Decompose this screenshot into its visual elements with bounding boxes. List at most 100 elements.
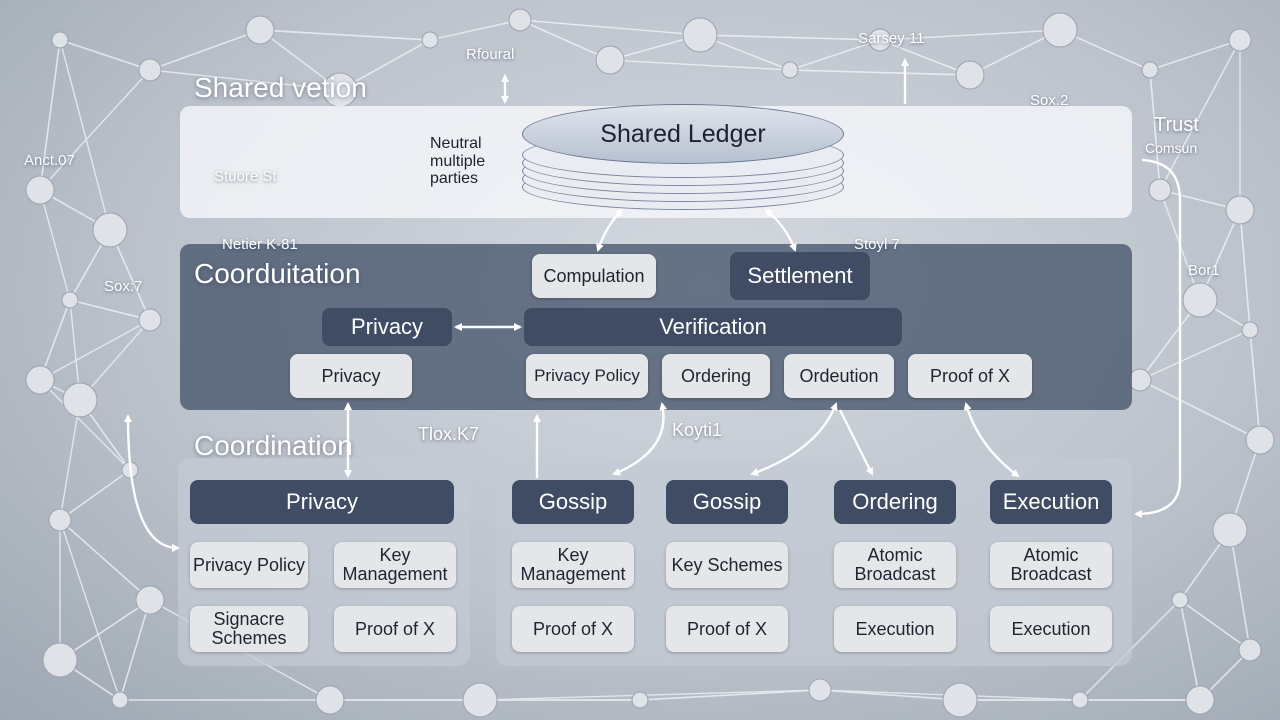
network-node [25,175,55,205]
label-netier: Netier K-81 [222,236,298,253]
network-link [59,599,151,661]
network-node [1241,321,1259,339]
label-stoyl: Stoyl 7 [854,236,900,253]
network-node [62,382,98,418]
execution-header: Execution [990,480,1112,524]
key-management-cell-2: Key Management [512,542,634,588]
network-node [1141,61,1159,79]
network-node [1212,512,1248,548]
network-node [1071,691,1089,709]
network-node [462,682,498,718]
network-link [1229,529,1251,651]
key-schemes-cell: Key Schemes [666,542,788,588]
label-trust: Trust [1154,114,1199,136]
network-link [1239,209,1251,331]
proof-of-x-cell-3: Proof of X [666,606,788,652]
network-node [595,45,625,75]
network-link [39,189,71,301]
privacy-header-box: Privacy [322,308,452,346]
settlement-box: Settlement [730,252,870,300]
network-node [955,60,985,90]
network-link [519,19,701,36]
network-node [1148,178,1172,202]
network-link [79,319,151,401]
network-node [51,31,69,49]
privacy-box: Privacy [290,354,412,398]
proof-of-x-box: Proof of X [908,354,1032,398]
signacre-schemes-cell: Signacre Schemes [190,606,308,652]
atomic-broadcast-cell-2: Atomic Broadcast [990,542,1112,588]
proof-of-x-cell-2: Proof of X [512,606,634,652]
network-link [639,689,821,701]
compulation-box: Compulation [532,254,656,298]
network-node [121,461,139,479]
network-link [1139,379,1261,441]
ordering-box: Ordering [662,354,770,398]
network-link [59,519,121,701]
network-node [1185,685,1215,715]
proof-of-x-cell: Proof of X [334,606,456,652]
atomic-broadcast-cell-1: Atomic Broadcast [834,542,956,588]
network-link [1179,599,1201,701]
network-link [39,39,61,191]
network-node [868,28,892,52]
gossip-header-1: Gossip [512,480,634,524]
network-node [135,585,165,615]
network-node [1238,638,1262,662]
network-node [1171,591,1189,609]
network-node [315,685,345,715]
network-node [245,15,275,45]
label-comsun: Comsun [1145,140,1198,156]
network-link [39,319,151,381]
network-link [259,29,431,41]
network-link [39,379,131,471]
network-node [631,691,649,709]
privacy-policy-cell: Privacy Policy [190,542,308,588]
network-link [59,469,131,521]
privacy-group-header: Privacy [190,480,454,524]
network-link [149,29,261,71]
network-node [1228,28,1252,52]
label-bor: Bor1 [1188,262,1220,279]
key-management-cell: Key Management [334,542,456,588]
network-node [1182,282,1218,318]
network-link [149,69,341,91]
label-tlox: Tlox.K7 [418,424,480,444]
network-node [1245,425,1275,455]
network-node [48,508,72,532]
network-link [59,39,111,231]
network-node [1042,12,1078,48]
network-link [119,599,151,701]
network-link [609,59,791,71]
network-node [61,291,79,309]
network-node [1128,368,1152,392]
network-node [25,365,55,395]
network-node [1225,195,1255,225]
network-node [781,61,799,79]
execution-cell-1: Execution [834,606,956,652]
ordeution-box: Ordeution [784,354,894,398]
shared-ledger-label: Shared Ledger [522,104,844,164]
network-link [1139,329,1251,381]
label-stuore: Stuore St [214,168,277,185]
network-node [421,31,439,49]
label-rfoural: Rfoural [466,46,515,63]
network-link [699,34,881,41]
network-node [508,8,532,32]
network-link [59,399,81,521]
network-node [138,58,162,82]
network-link [39,69,151,191]
gossip-header-2: Gossip [666,480,788,524]
shared-vetion-title: Shared vetion [194,72,367,103]
network-link [879,29,1061,41]
shared-ledger-stack: Shared Ledger [522,104,844,212]
network-link [1249,329,1261,441]
network-link [1179,599,1251,651]
execution-cell-2: Execution [990,606,1112,652]
network-node [111,691,129,709]
label-sox7: Sox:7 [104,278,143,295]
network-link [789,69,971,76]
label-anct: Anct.07 [24,152,75,169]
network-link [879,39,971,76]
verification-box: Verification [524,308,902,346]
